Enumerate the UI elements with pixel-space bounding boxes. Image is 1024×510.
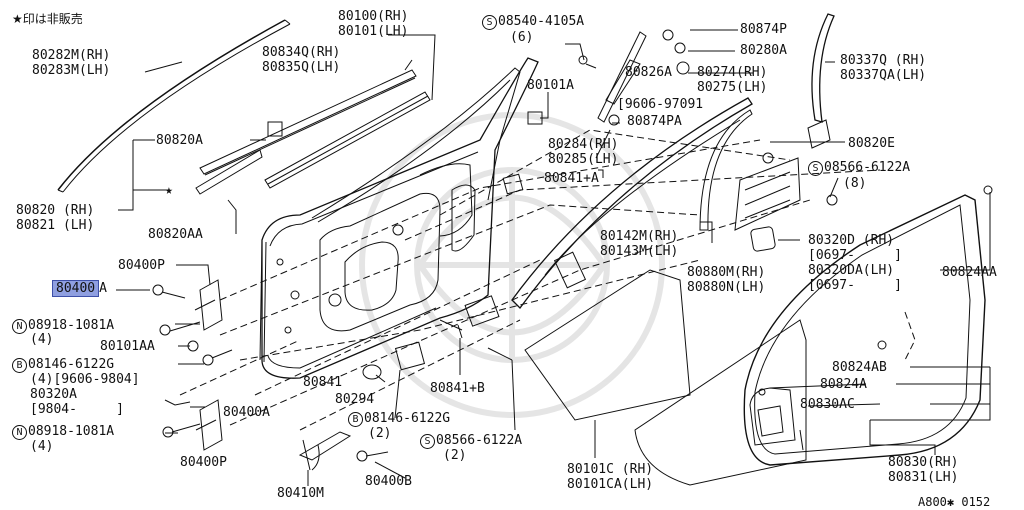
label-80830ac: 80830AC xyxy=(800,397,855,412)
seal-pad-a xyxy=(502,173,524,195)
label-80320a: 80320A [9804- ] xyxy=(30,387,124,417)
grommet xyxy=(750,226,776,252)
seal-pad-c xyxy=(394,341,426,371)
label-80824a: 80824A xyxy=(820,377,867,392)
qty-08146-lower: (2) xyxy=(368,426,392,441)
qty-08540: (6) xyxy=(510,30,534,45)
label-80824aa: 80824AA xyxy=(942,265,997,280)
label-80101c: 80101C (RH) 80101CA(LH) xyxy=(567,462,654,492)
label-80400p-lower: 80400P xyxy=(180,455,227,470)
label-80400b: 80400B xyxy=(365,474,412,489)
qty-08146-upper: (4)[9606-9804] xyxy=(30,372,140,387)
qty-08918-upper: (4) xyxy=(30,332,54,347)
sealing-screen xyxy=(524,269,691,421)
qty-08566: (8) xyxy=(843,176,867,191)
label-80841b: 80841+B xyxy=(430,381,485,396)
diagram-code: A800✱ 0152 xyxy=(918,495,991,509)
circle-s-icon: S xyxy=(420,434,435,449)
rear-sash xyxy=(811,13,835,123)
circle-s-icon: S xyxy=(808,161,823,176)
star-non-sale-icon: ★ xyxy=(165,183,173,198)
door-outer-panel xyxy=(261,57,539,379)
label-80820e: 80820E xyxy=(848,136,895,151)
sash-channel xyxy=(597,31,647,123)
label-80834q: 80834Q(RH) 80835Q(LH) xyxy=(262,45,341,75)
qty-08918-lower: (4) xyxy=(30,439,54,454)
label-80820aa: 80820AA xyxy=(148,227,203,242)
qty-08566-lower: (2) xyxy=(443,448,467,463)
circle-n-icon: N xyxy=(12,425,27,440)
label-80820a: 80820A xyxy=(156,133,203,148)
highlighted-part-number[interactable]: 80400 xyxy=(52,280,100,297)
label-80101a: 80101A xyxy=(527,78,574,93)
belt-molding xyxy=(199,69,417,175)
label-80337q: 80337Q (RH) 80337QA(LH) xyxy=(840,53,927,83)
label-80826a: 80826A xyxy=(625,65,672,80)
label-80880m: 80880M(RH) 80880N(LH) xyxy=(687,265,766,295)
label-80400a-lower: 80400A xyxy=(223,405,270,420)
outer-belt-strip xyxy=(264,91,431,189)
label-80824ab: 80824AB xyxy=(832,360,887,375)
label-80294: 80294 xyxy=(335,392,375,407)
label-80320d: 80320D (RH) [0697- ] 80320DA(LH) [0697- … xyxy=(808,233,902,293)
label-80100: 80100(RH) 80101(LH) xyxy=(338,9,409,39)
label-80284: 80284(RH) 80285(LH) xyxy=(548,137,619,167)
circle-b-icon: B xyxy=(12,358,27,373)
label-9606-date: [9606-97091 xyxy=(617,97,704,112)
label-80101aa: 80101AA xyxy=(100,339,155,354)
regulator-bracket xyxy=(734,157,801,231)
label-80820: 80820 (RH) 80821 (LH) xyxy=(16,203,95,233)
trim-strip-inner xyxy=(62,23,291,193)
door-weatherstrip xyxy=(743,194,986,466)
lower-hinge xyxy=(199,399,223,451)
label-80874p: 80874P xyxy=(740,22,787,37)
label-80841a: 80841+A xyxy=(544,171,599,186)
door-trim-lower xyxy=(634,319,807,486)
circle-s-icon: S xyxy=(482,15,497,30)
label-80410m: 80410M xyxy=(277,486,324,501)
inner-panel-cutout xyxy=(319,192,441,332)
circle-b-icon: B xyxy=(348,412,363,427)
legend-note: ★印は非販売 xyxy=(12,12,83,26)
door-check-link xyxy=(298,431,352,461)
label-80280a: 80280A xyxy=(740,43,787,58)
label-80874pa: 80874PA xyxy=(627,114,682,129)
label-80282m: 80282M(RH) 80283M(LH) xyxy=(32,48,111,78)
label-80841: 80841 xyxy=(303,375,343,390)
label-80274: 80274(RH) 80275(LH) xyxy=(697,65,768,95)
seal-pad-b xyxy=(464,295,500,327)
trim-strip-outer xyxy=(57,19,286,191)
label-80142m: 80142M(RH) 80143M(LH) xyxy=(600,229,679,259)
label-80400p-upper: 80400P xyxy=(118,258,165,273)
label-80830: 80830(RH) 80831(LH) xyxy=(888,455,959,485)
upper-hinge xyxy=(199,279,223,331)
circle-n-icon: N xyxy=(12,319,27,334)
